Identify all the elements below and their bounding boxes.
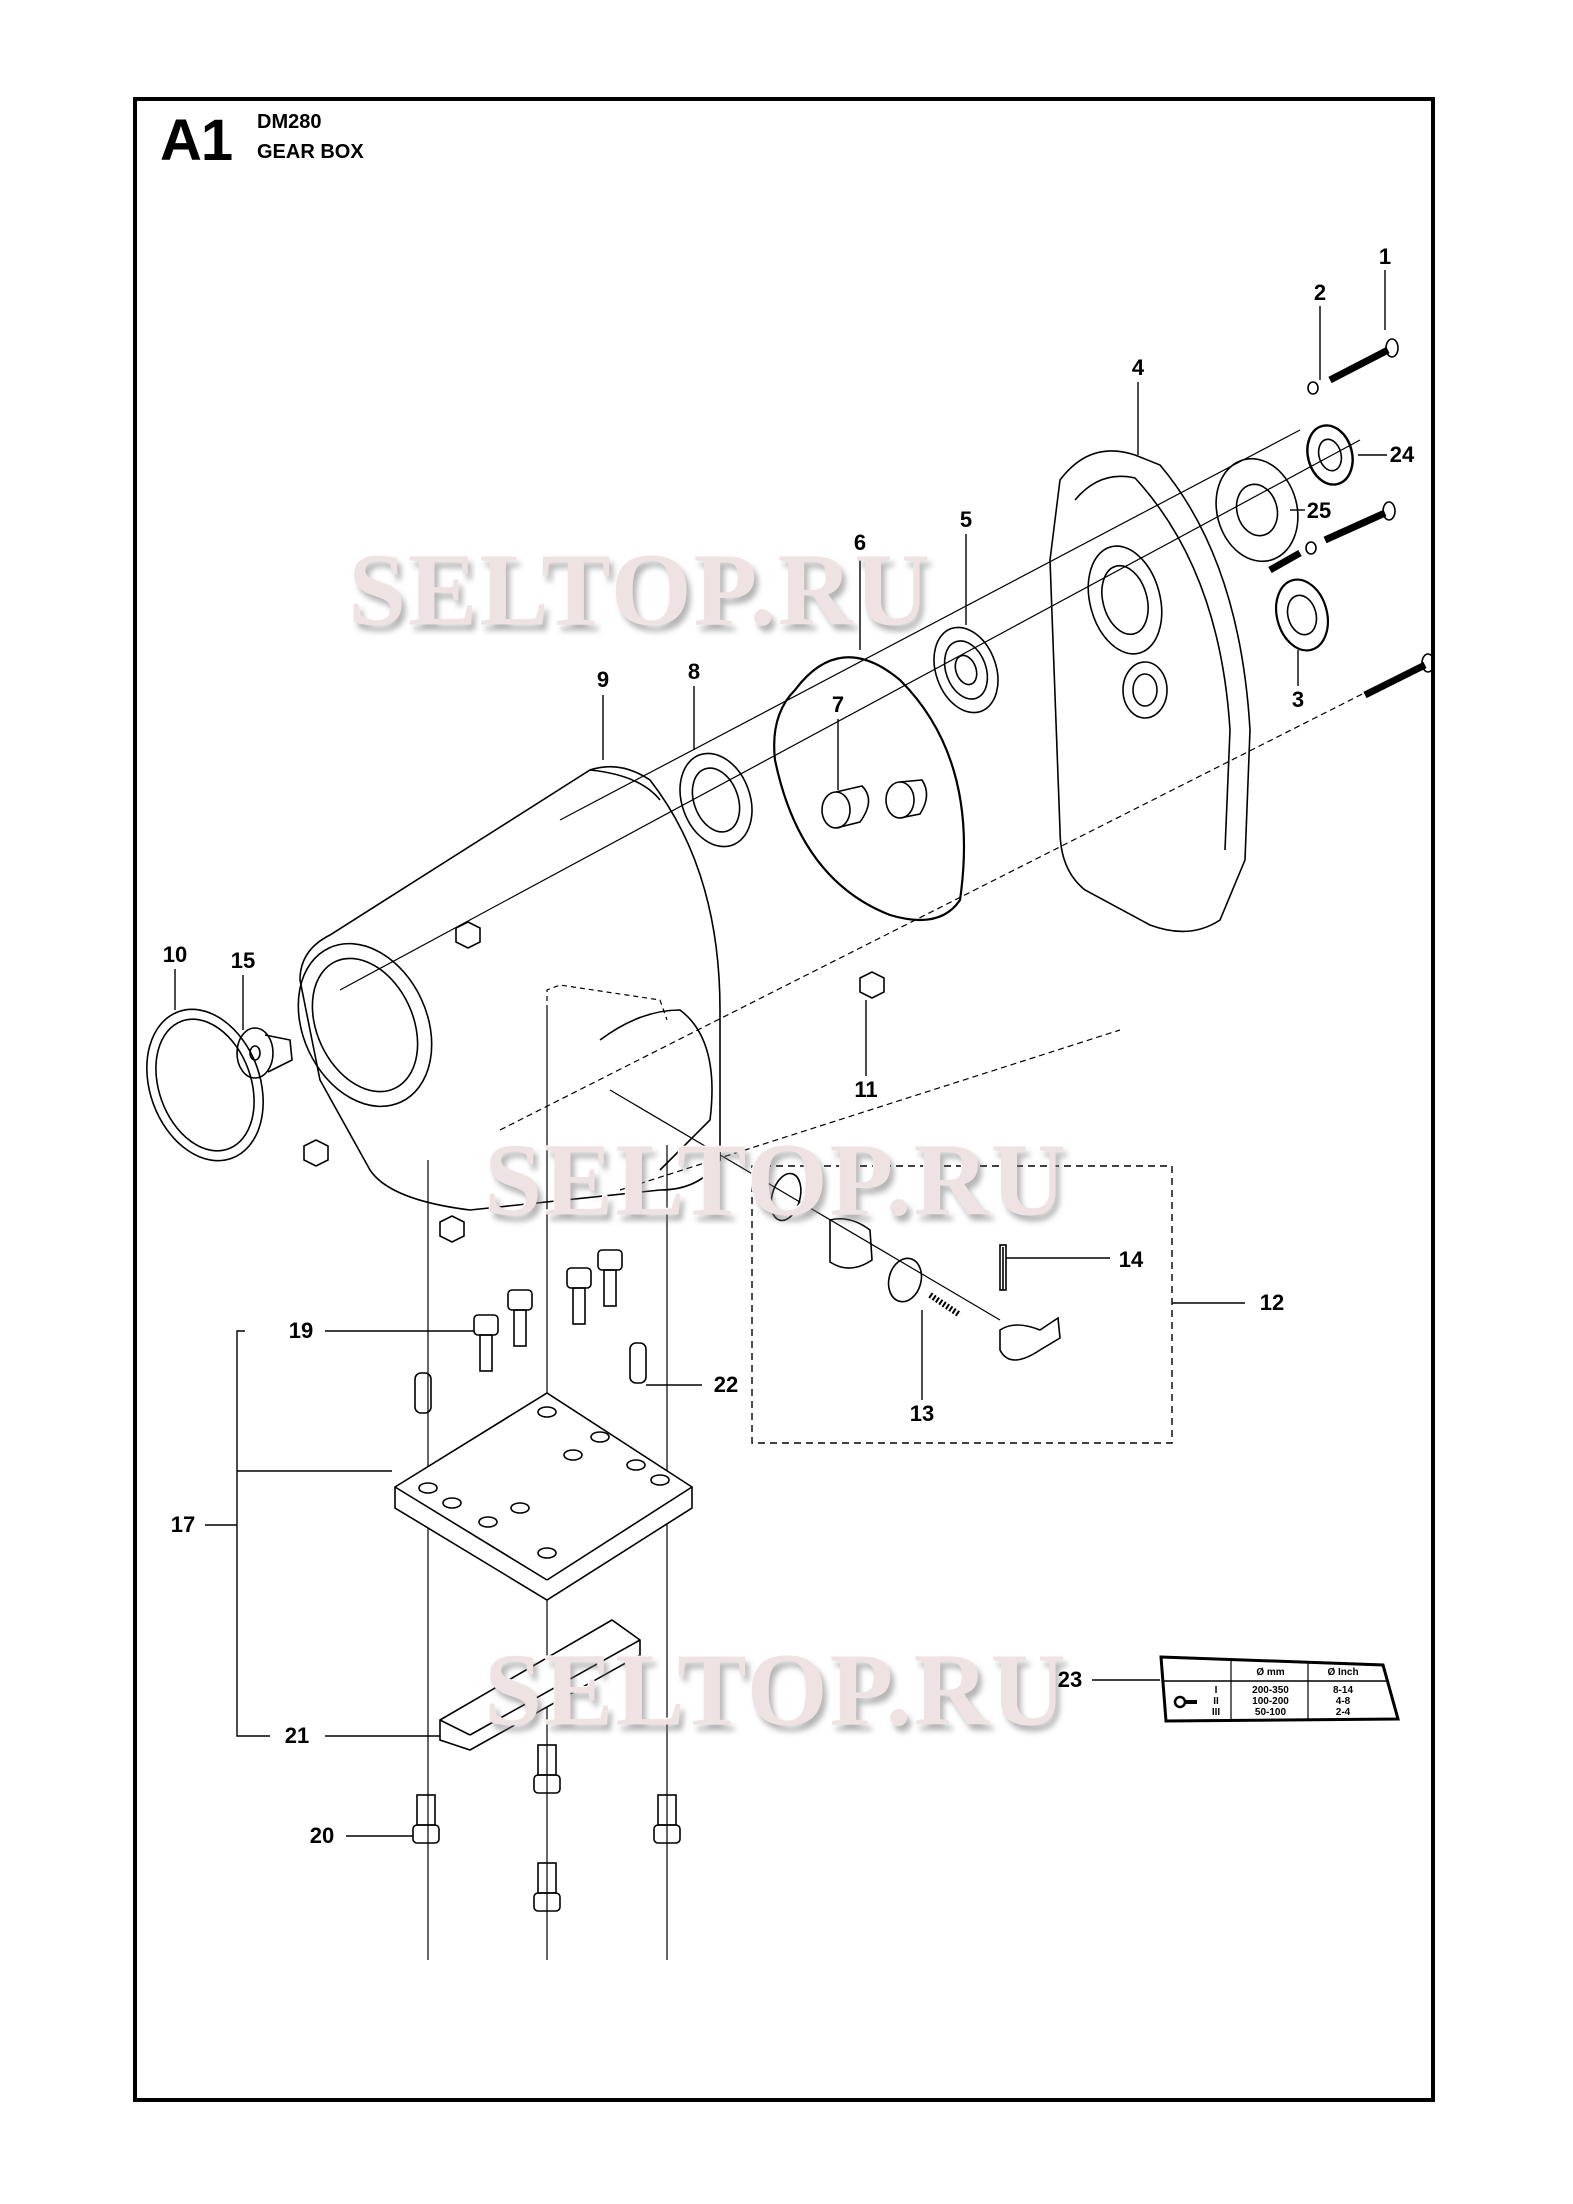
callout-4: 4 xyxy=(1131,355,1145,380)
callout-11: 11 xyxy=(854,1077,878,1102)
callout-17: 17 xyxy=(170,1512,196,1537)
model-name: DM280 xyxy=(257,111,322,133)
callout-8: 8 xyxy=(687,659,701,684)
decal-inch-1: 8-14 xyxy=(1332,1685,1353,1696)
decal-gear-3: III xyxy=(1211,1707,1221,1718)
decal-mm-1: 200-350 xyxy=(1252,1685,1289,1696)
decal-inch-2: 4-8 xyxy=(1335,1696,1351,1707)
decal-inch-3: 2-4 xyxy=(1335,1707,1351,1718)
decal-outline xyxy=(1159,1655,1400,1723)
page-id: A1 xyxy=(160,108,233,173)
callout-23: 23 xyxy=(1057,1667,1083,1692)
callout-10: 10 xyxy=(162,942,188,967)
diagram-title: GEAR BOX xyxy=(257,141,364,163)
callout-14: 14 xyxy=(1118,1247,1144,1272)
callout-15: 15 xyxy=(230,948,256,973)
callout-25: 25 xyxy=(1306,498,1332,523)
decal-mm-3: 50-100 xyxy=(1254,1707,1287,1718)
callout-2: 2 xyxy=(1313,280,1327,305)
decal-col-mm: Ø mm xyxy=(1256,1667,1285,1678)
callout-21: 21 xyxy=(284,1723,310,1748)
decal-gear-1: I xyxy=(1214,1685,1218,1696)
callout-9: 9 xyxy=(596,667,610,692)
watermark: SELTOP.RU xyxy=(484,1122,1068,1238)
callout-13: 13 xyxy=(909,1401,935,1426)
decal-gear-2: II xyxy=(1213,1696,1219,1707)
decal-col-inch: Ø Inch xyxy=(1327,1667,1359,1678)
callout-1: 1 xyxy=(1378,244,1392,269)
callout-12: 12 xyxy=(1259,1290,1285,1315)
gear-range-decal: Ø mm Ø Inch I II III 200-350 100-200 50-… xyxy=(1158,1653,1408,1723)
callout-20: 20 xyxy=(309,1823,335,1848)
callout-6: 6 xyxy=(853,530,867,555)
callout-19: 19 xyxy=(288,1318,314,1343)
callout-24: 24 xyxy=(1389,442,1415,467)
watermark: SELTOP.RU xyxy=(484,1632,1068,1748)
callout-22: 22 xyxy=(713,1372,739,1397)
callout-3: 3 xyxy=(1291,687,1305,712)
watermark: SELTOP.RU xyxy=(348,532,932,648)
callout-7: 7 xyxy=(831,692,845,717)
page-frame xyxy=(133,97,1435,2102)
callout-5: 5 xyxy=(959,507,973,532)
decal-mm-2: 100-200 xyxy=(1252,1696,1289,1707)
